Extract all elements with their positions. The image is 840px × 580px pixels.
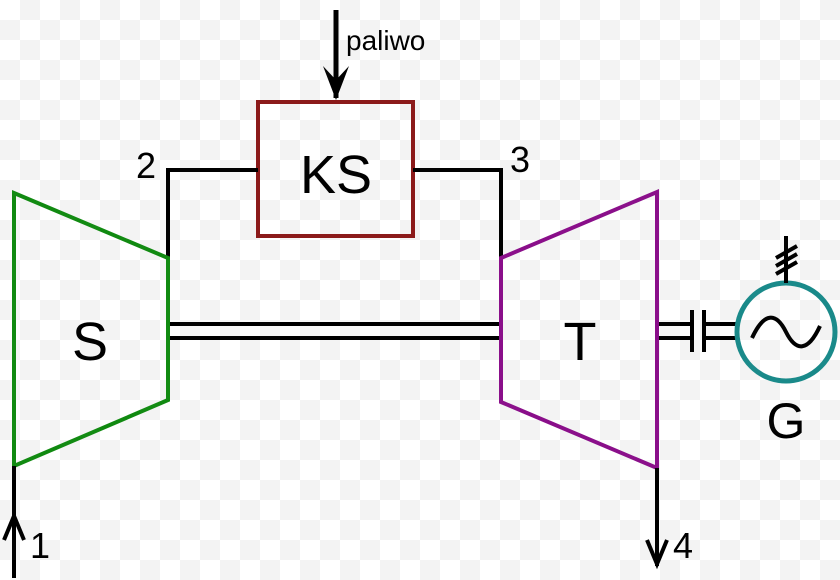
point-3-label: 3	[510, 139, 530, 180]
combustor-label: KS	[300, 145, 372, 205]
outlet-arrow	[645, 468, 669, 570]
generator-label: G	[767, 393, 806, 449]
pipe-combustor-to-turbine	[413, 168, 503, 260]
fuel-arrow	[323, 10, 349, 100]
pipe-compressor-to-combustor	[166, 168, 258, 258]
compressor-label: S	[72, 312, 108, 372]
inlet-arrow	[2, 466, 26, 578]
generator-coupling	[659, 310, 736, 352]
point-1-label: 1	[30, 525, 50, 566]
ground-hatch-icon	[775, 236, 798, 283]
point-2-label: 2	[136, 145, 156, 186]
shaft	[170, 322, 501, 340]
compressor-shape	[12, 189, 170, 470]
fuel-label: paliwo	[346, 25, 425, 56]
point-4-label: 4	[673, 525, 693, 566]
sine-wave-icon	[750, 315, 822, 349]
turbine-label: T	[564, 312, 597, 372]
